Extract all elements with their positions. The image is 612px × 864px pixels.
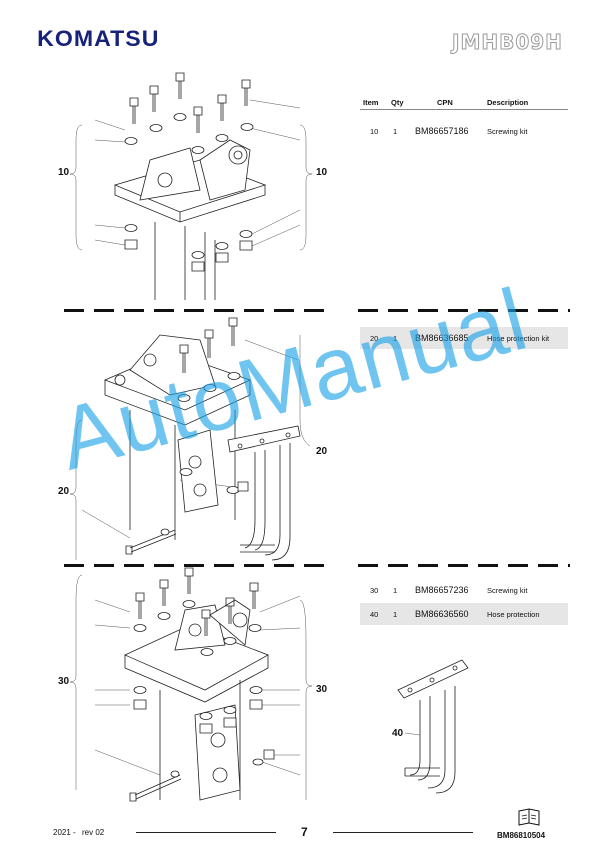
table-row: 20 1 BM86636685 Hose protection kit [360, 327, 568, 349]
row-cpn: BM86636560 [415, 609, 469, 619]
row-item: 30 [370, 585, 379, 595]
row-qty: 1 [393, 585, 398, 595]
row-description: Screwing kit [487, 126, 528, 136]
footer-rev: rev 02 [82, 828, 105, 837]
table-row: 10 1 BM86657186 Screwing kit [360, 120, 568, 142]
callout-label: 30 [58, 676, 70, 687]
book-icon [518, 808, 540, 826]
footer-rule [333, 832, 473, 833]
row-qty: 1 [393, 609, 398, 619]
row-description: Hose protection [487, 609, 540, 619]
row-cpn: BM86657236 [415, 585, 469, 595]
row-cpn: BM86636685 [415, 333, 469, 343]
table-row: 30 1 BM86657236 Screwing kit [360, 579, 568, 601]
komatsu-logo: KOMATSU [37, 26, 160, 51]
footer-date: 2021 - [53, 828, 76, 837]
footer-rule [136, 832, 276, 833]
table-row: 40 1 BM86636560 Hose protection [360, 603, 568, 625]
callout-label: 30 [316, 684, 328, 695]
col-cpn: CPN [437, 98, 453, 107]
row-item: 10 [370, 126, 379, 136]
callout-label: 10 [316, 167, 328, 178]
row-qty: 1 [393, 126, 398, 136]
row-item: 20 [370, 333, 379, 343]
callout-label: 20 [58, 486, 70, 497]
row-description: Hose protection kit [487, 333, 550, 343]
section-divider [358, 564, 570, 567]
callout-label: 40 [392, 728, 404, 739]
section-divider [64, 309, 328, 312]
row-cpn: BM86657186 [415, 126, 469, 136]
callout-label: 10 [58, 167, 70, 178]
header-rule [360, 109, 568, 110]
row-description: Screwing kit [487, 585, 528, 595]
col-qty: Qty [391, 98, 404, 107]
section-divider [358, 309, 570, 312]
col-description: Description [487, 98, 529, 107]
callout-label: 20 [316, 446, 328, 457]
doc-number: BM86810504 [497, 831, 546, 840]
section-divider [64, 564, 328, 567]
col-item: Item [363, 98, 379, 107]
model-code: JMHB09H [452, 30, 563, 55]
page-number: 7 [301, 825, 308, 839]
row-item: 40 [370, 609, 379, 619]
row-qty: 1 [393, 333, 398, 343]
